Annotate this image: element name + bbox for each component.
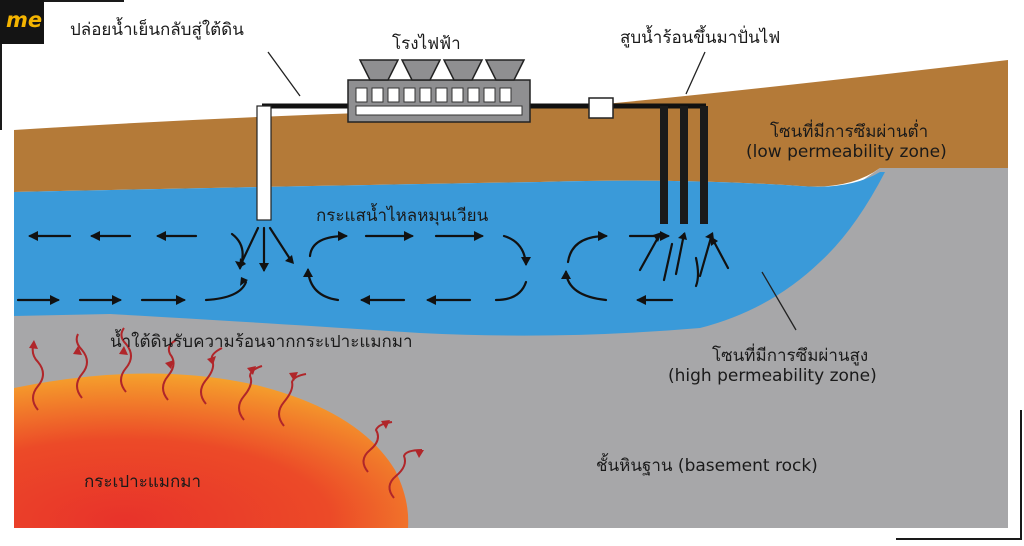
label-magma-chamber: กระเปาะแมกมา: [84, 472, 202, 492]
frame-line-bottom: [896, 538, 1022, 540]
label-high-permeability-en: (high permeability zone): [668, 366, 877, 386]
frame-line-left: [0, 44, 2, 130]
power-plant-building: [347, 59, 531, 123]
heat-wave-heads: [29, 340, 424, 458]
circulation-arrows: [16, 226, 730, 302]
heat-exchanger-box: [588, 97, 614, 119]
frame-line-right: [1020, 410, 1022, 538]
injection-well: [256, 105, 272, 221]
leader-lines: [267, 51, 797, 331]
brand-logo-text: me: [6, 8, 43, 32]
label-high-permeability-th: โซนที่มีการซึมผ่านสูง: [712, 346, 869, 366]
magma-chamber: [14, 373, 409, 528]
frame-line-top-left: [44, 0, 124, 2]
brand-logo: me: [0, 0, 44, 44]
label-cold-water-return: ปล่อยน้ำเย็นกลับสู่ใต้ดิน: [70, 20, 244, 40]
arrowheads: [28, 231, 718, 305]
production-wells: [660, 106, 708, 224]
label-circulation: กระแสน้ำไหลหมุนเวียน: [316, 206, 489, 226]
label-power-plant: โรงไฟฟ้า: [392, 34, 461, 54]
label-low-permeability-th: โซนที่มีการซึมผ่านต่ำ: [770, 122, 929, 142]
label-basement-rock: ชั้นหินฐาน (basement rock): [596, 456, 818, 476]
label-groundwater-heating: น้ำใต้ดินรับความร้อนจากกระเปาะแมกมา: [110, 332, 413, 352]
label-low-permeability-en: (low permeability zone): [746, 142, 947, 162]
label-hot-water-pump: สูบน้ำร้อนขึ้นมาปั่นไฟ: [620, 28, 781, 48]
